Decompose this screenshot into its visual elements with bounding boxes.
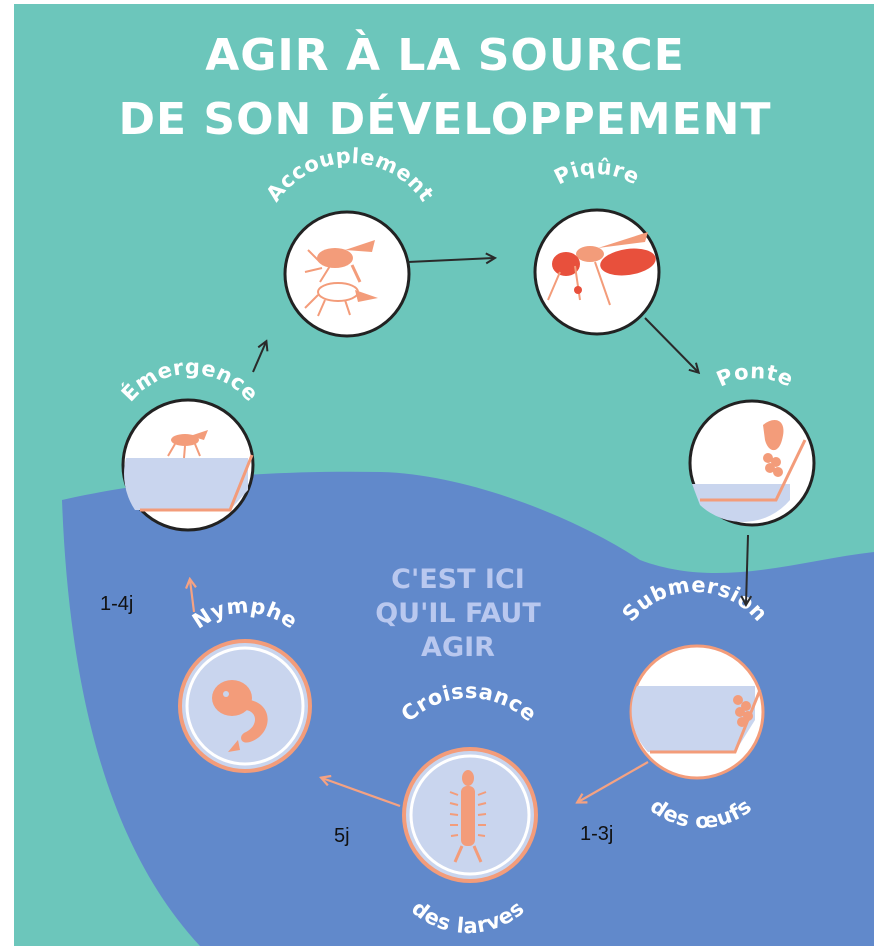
arrow-submersion-to-croissance bbox=[578, 761, 649, 802]
stage-nymphe: Nymphe bbox=[178, 593, 312, 773]
arrow-croissance-to-nymphe bbox=[322, 778, 401, 808]
duration-1-3j: 1-3j bbox=[580, 823, 613, 845]
mating-mosquitoes-icon bbox=[304, 240, 378, 317]
stage-croissance: Croissance des larves bbox=[397, 679, 541, 938]
title-line-1: AGIR À LA SOURCE bbox=[205, 28, 685, 81]
biting-mosquito-icon bbox=[547, 232, 656, 306]
arrow-emergence-to-accouplement bbox=[252, 342, 266, 373]
emerging-mosquito-icon bbox=[124, 430, 254, 512]
title-line-2: DE SON DÉVELOPPEMENT bbox=[119, 92, 772, 145]
duration-5j: 5j bbox=[334, 825, 350, 847]
arrow-ponte-to-submersion bbox=[746, 534, 748, 604]
arrow-piqure-to-ponte bbox=[644, 317, 698, 372]
center-text-line-1: C'EST ICI bbox=[391, 564, 525, 595]
stage-emergence: Émergence bbox=[116, 355, 263, 532]
center-text-line-2: QU'IL FAUT bbox=[375, 598, 541, 629]
egg-laying-icon bbox=[692, 420, 807, 522]
submerged-eggs-icon bbox=[631, 686, 762, 754]
arrow-nymphe-to-emergence bbox=[190, 580, 194, 613]
center-text-line-3: AGIR bbox=[421, 632, 495, 663]
arrow-accouplement-to-piqure bbox=[407, 258, 494, 262]
larva-icon bbox=[449, 770, 487, 863]
stage-ponte: Ponte bbox=[688, 359, 816, 527]
accouplement-circle bbox=[283, 210, 411, 338]
duration-1-4j: 1-4j bbox=[100, 593, 133, 615]
water-zone bbox=[62, 471, 874, 946]
pupa-icon bbox=[212, 680, 268, 752]
